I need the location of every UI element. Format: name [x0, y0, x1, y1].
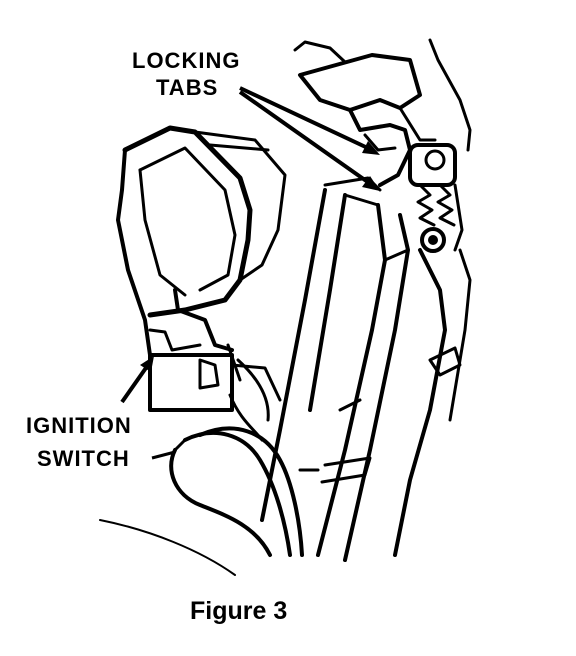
- locking-tabs-label-line1: LOCKING: [132, 48, 240, 73]
- lock-spring-assembly: [408, 143, 464, 253]
- locking-tabs-leaders: [238, 86, 380, 191]
- wiring-harness: [169, 358, 304, 557]
- actuator-rod-bracket: [260, 188, 472, 562]
- steering-column-housing: [293, 38, 472, 192]
- figure-caption: Figure 3: [190, 597, 287, 625]
- ignition-switch-body: [116, 125, 287, 412]
- locking-tabs-label-line2: TABS: [156, 75, 218, 100]
- ignition-switch-leader: [120, 356, 176, 460]
- steering-wheel-rim: [99, 519, 236, 576]
- ignition-switch-label-line1: IGNITION: [26, 413, 132, 438]
- ignition-switch-label-line2: SWITCH: [37, 446, 130, 471]
